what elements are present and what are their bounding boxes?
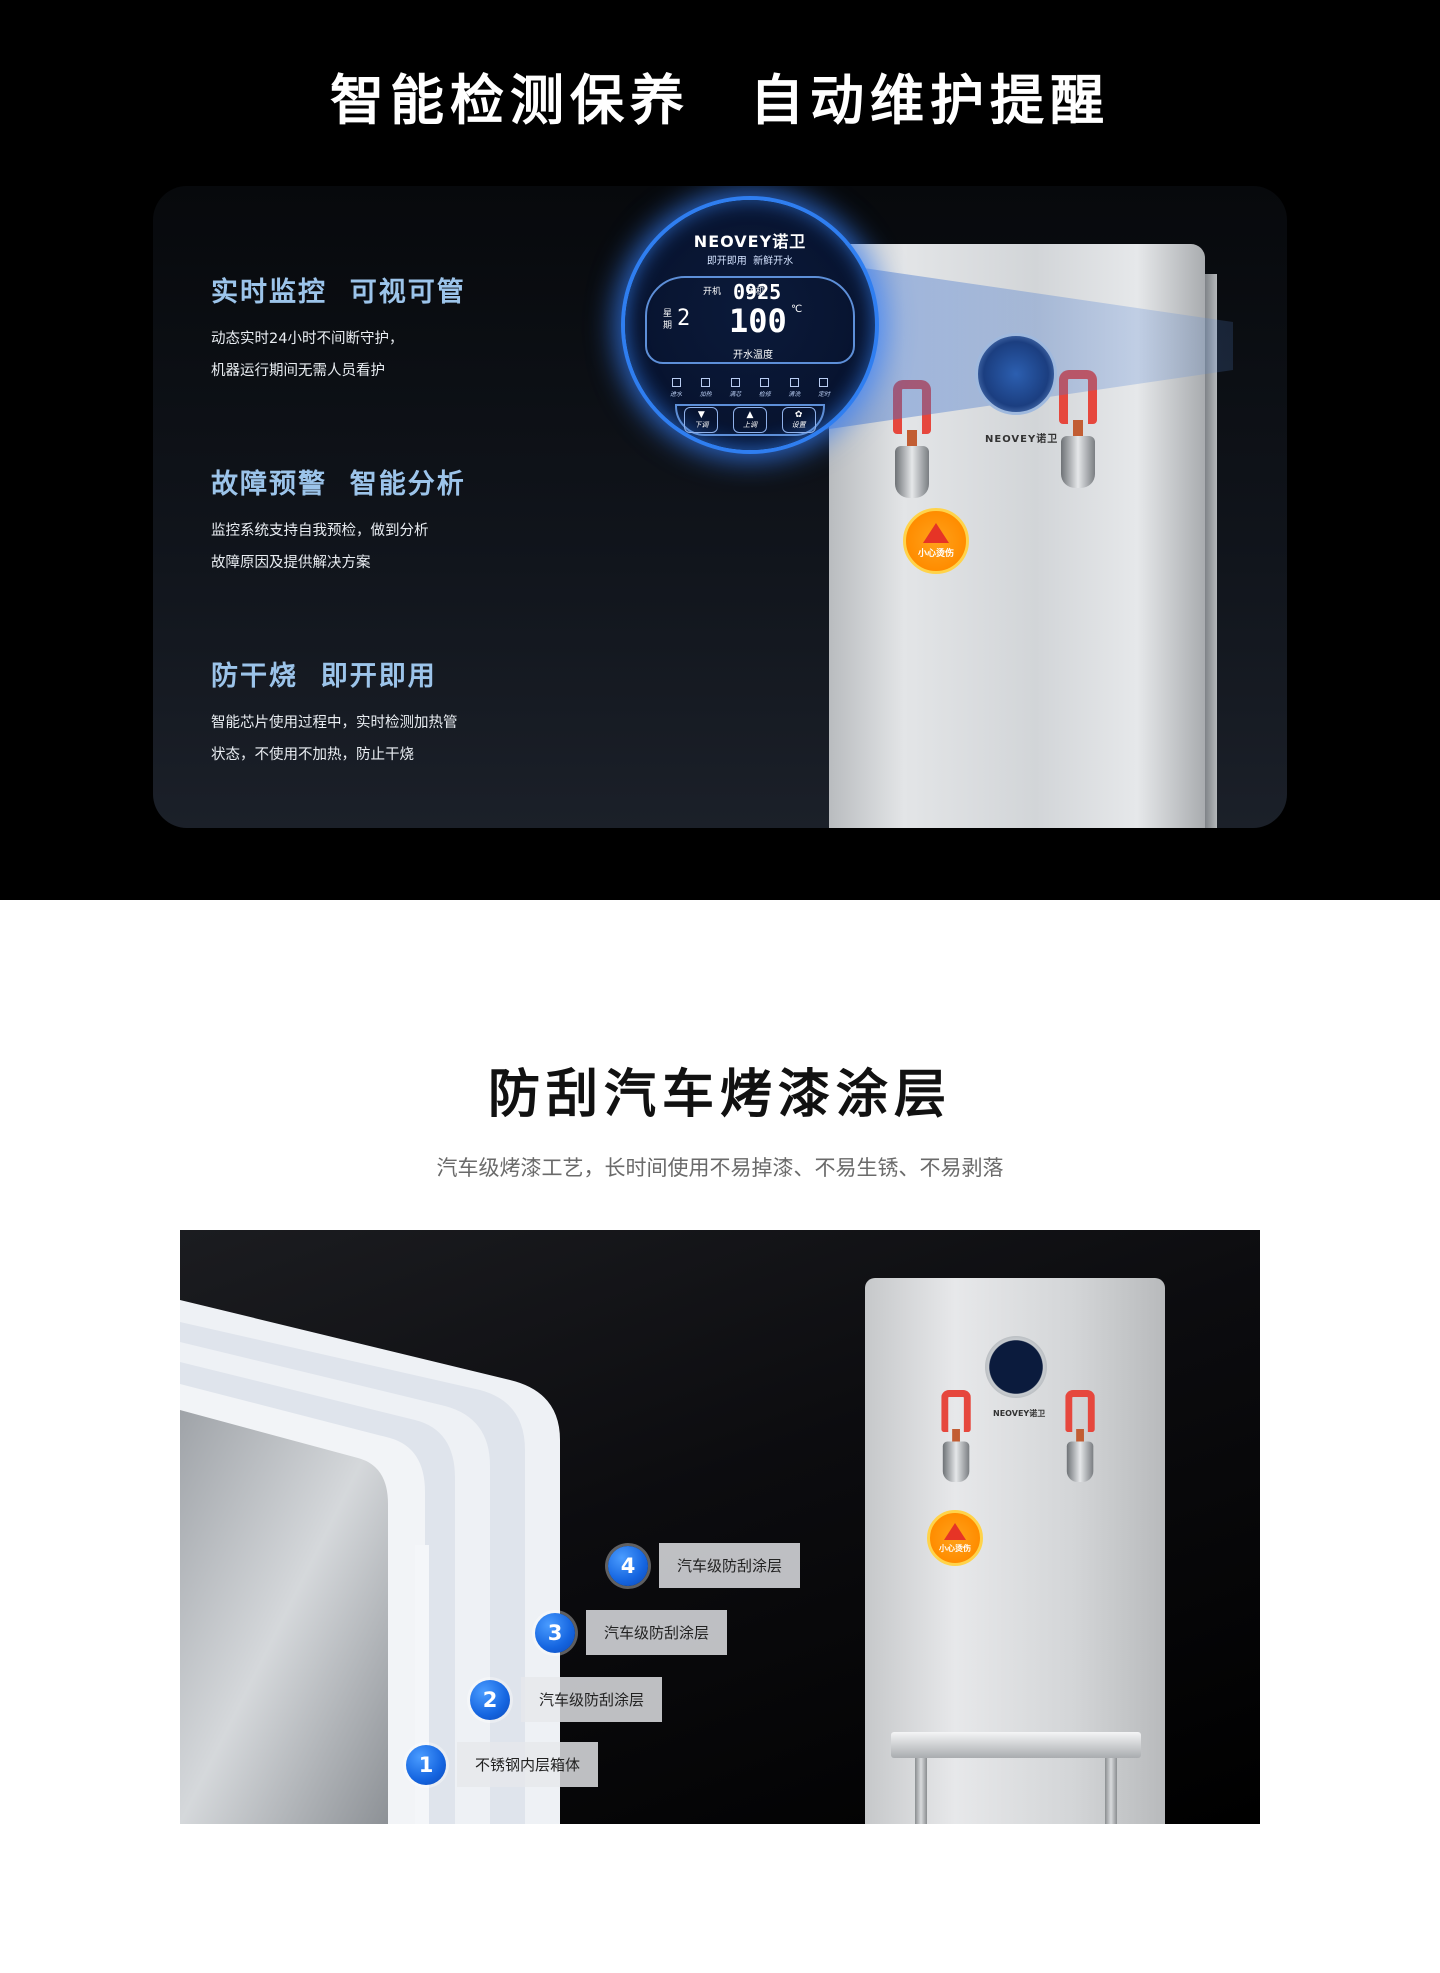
burn-warning-icon: 小心烫伤 (927, 1510, 983, 1566)
dial-subtitle: 即开即用 新鲜开水 (706, 256, 794, 267)
feature-title: 故障预警 智能分析 (211, 469, 466, 500)
burn-warning-icon: 小心烫伤 (903, 508, 969, 574)
down-key: ▼下调 (684, 407, 719, 433)
layer-number-badge: 1 (406, 1744, 446, 1785)
feature-dry-burn-protection: 防干烧 即开即用 智能芯片使用过程中，实时检测加热管 状态，不使用不加热，防止干… (211, 654, 541, 771)
feature-line: 监控系统支持自我预检，做到分析 (211, 523, 429, 539)
feature-realtime-monitoring: 实时监控 可视可管 动态实时24小时不间断守护， 机器运行期间无需人员看护 (211, 270, 541, 387)
tap-icon (935, 1390, 977, 1484)
layer-callout-3: 3 汽车级防刮涂层 (535, 1610, 728, 1655)
status-icon: 清洗 (788, 378, 800, 398)
layer-label: 汽车级防刮涂层 (521, 1677, 663, 1722)
status-icons: 进水 加热 满芯 检修 清洗 定时 (670, 378, 830, 398)
cabinet-brand: NEOVEY诺卫 (993, 1409, 1046, 1418)
layer-label: 汽车级防刮涂层 (659, 1543, 801, 1588)
status-icon: 定时 (818, 378, 830, 398)
settings-key: ✿设置 (781, 407, 816, 433)
warning-label: 小心烫伤 (917, 549, 954, 559)
feature-fault-warning: 故障预警 智能分析 监控系统支持自我预检，做到分析 故障原因及提供解决方案 (211, 462, 541, 579)
layer-number-badge: 4 (608, 1545, 648, 1586)
feature-description: 监控系统支持自我预检，做到分析 故障原因及提供解决方案 (211, 515, 541, 579)
layer-callout-2: 2 汽车级防刮涂层 (470, 1677, 663, 1722)
dial-keys: ▼下调 ▲上调 ✿设置 (675, 404, 825, 436)
machine-brand: NEOVEY诺卫 (985, 434, 1059, 445)
monitoring-section: 智能检测保养 自动维护提醒 实时监控 可视可管 动态实时24小时不间断守护， 机… (0, 0, 1440, 900)
up-key: ▲上调 (732, 407, 767, 433)
water-boiler-image: NEOVEY诺卫 小心烫伤 (865, 1278, 1165, 1824)
tap-icon (1051, 370, 1105, 490)
feature-line: 状态，不使用不加热，防止干烧 (211, 747, 414, 763)
cup-shelf (891, 1732, 1141, 1758)
layer-label: 不锈钢内层箱体 (457, 1742, 599, 1787)
feature-title: 防干烧 即开即用 (211, 661, 437, 692)
status-icon: 满芯 (729, 378, 741, 398)
feature-line: 动态实时24小时不间断守护， (211, 331, 404, 347)
feature-line: 智能芯片使用过程中，实时检测加热管 (211, 715, 458, 731)
feature-panel: 实时监控 可视可管 动态实时24小时不间断守护， 机器运行期间无需人员看护 故障… (153, 186, 1287, 828)
coating-title: 防刮汽车烤漆涂层 (487, 1065, 952, 1125)
stand-leg (1105, 1758, 1117, 1824)
stand-leg (915, 1758, 927, 1824)
layer-number-badge: 2 (470, 1679, 510, 1720)
section-title: 智能检测保养 自动维护提醒 (330, 69, 1110, 132)
lcd-screen: 开机 关机 0925 星期 2 100 ℃ 开水温度 (645, 276, 855, 364)
status-icon: 加热 (700, 378, 712, 398)
layer-callout-4: 4 汽车级防刮涂层 (608, 1543, 801, 1588)
control-panel-zoom: NEOVEY诺卫 即开即用 新鲜开水 开机 关机 0925 星期 2 100 ℃… (625, 200, 875, 450)
tap-icon (1059, 1390, 1101, 1484)
dial-brand: NEOVEY诺卫 (693, 232, 807, 251)
temperature-label: 开水温度 (733, 350, 773, 361)
coating-illustration: NEOVEY诺卫 小心烫伤 4 汽车级防刮涂层 3 汽车级防刮涂层 2 汽车级防… (180, 1230, 1260, 1824)
status-icon: 进水 (670, 378, 682, 398)
on-off-labels: 开机 关机 (703, 287, 765, 297)
layer-number-badge: 3 (535, 1612, 575, 1653)
coating-subtitle: 汽车级烤漆工艺，长时间使用不易掉漆、不易生锈、不易剥落 (436, 1156, 1004, 1180)
coating-layers-image (180, 1300, 560, 1824)
temperature-readout: 100 (729, 302, 787, 340)
time-readout: 0925 (733, 280, 782, 304)
warning-label: 小心烫伤 (939, 1543, 971, 1553)
layer-label: 汽车级防刮涂层 (586, 1610, 728, 1655)
feature-title: 实时监控 可视可管 (211, 277, 466, 308)
small-display-icon (975, 333, 1057, 415)
display-icon (985, 1336, 1047, 1398)
feature-description: 动态实时24小时不间断守护， 机器运行期间无需人员看护 (211, 323, 541, 387)
layer-callout-1: 1 不锈钢内层箱体 (406, 1742, 599, 1787)
day-readout: 2 (677, 306, 691, 331)
temperature-unit: ℃ (791, 304, 803, 315)
day-label: 星期 (663, 309, 673, 331)
feature-line: 机器运行期间无需人员看护 (211, 363, 385, 379)
feature-description: 智能芯片使用过程中，实时检测加热管 状态，不使用不加热，防止干烧 (211, 707, 541, 771)
status-icon: 检修 (759, 378, 771, 398)
feature-line: 故障原因及提供解决方案 (211, 555, 371, 571)
